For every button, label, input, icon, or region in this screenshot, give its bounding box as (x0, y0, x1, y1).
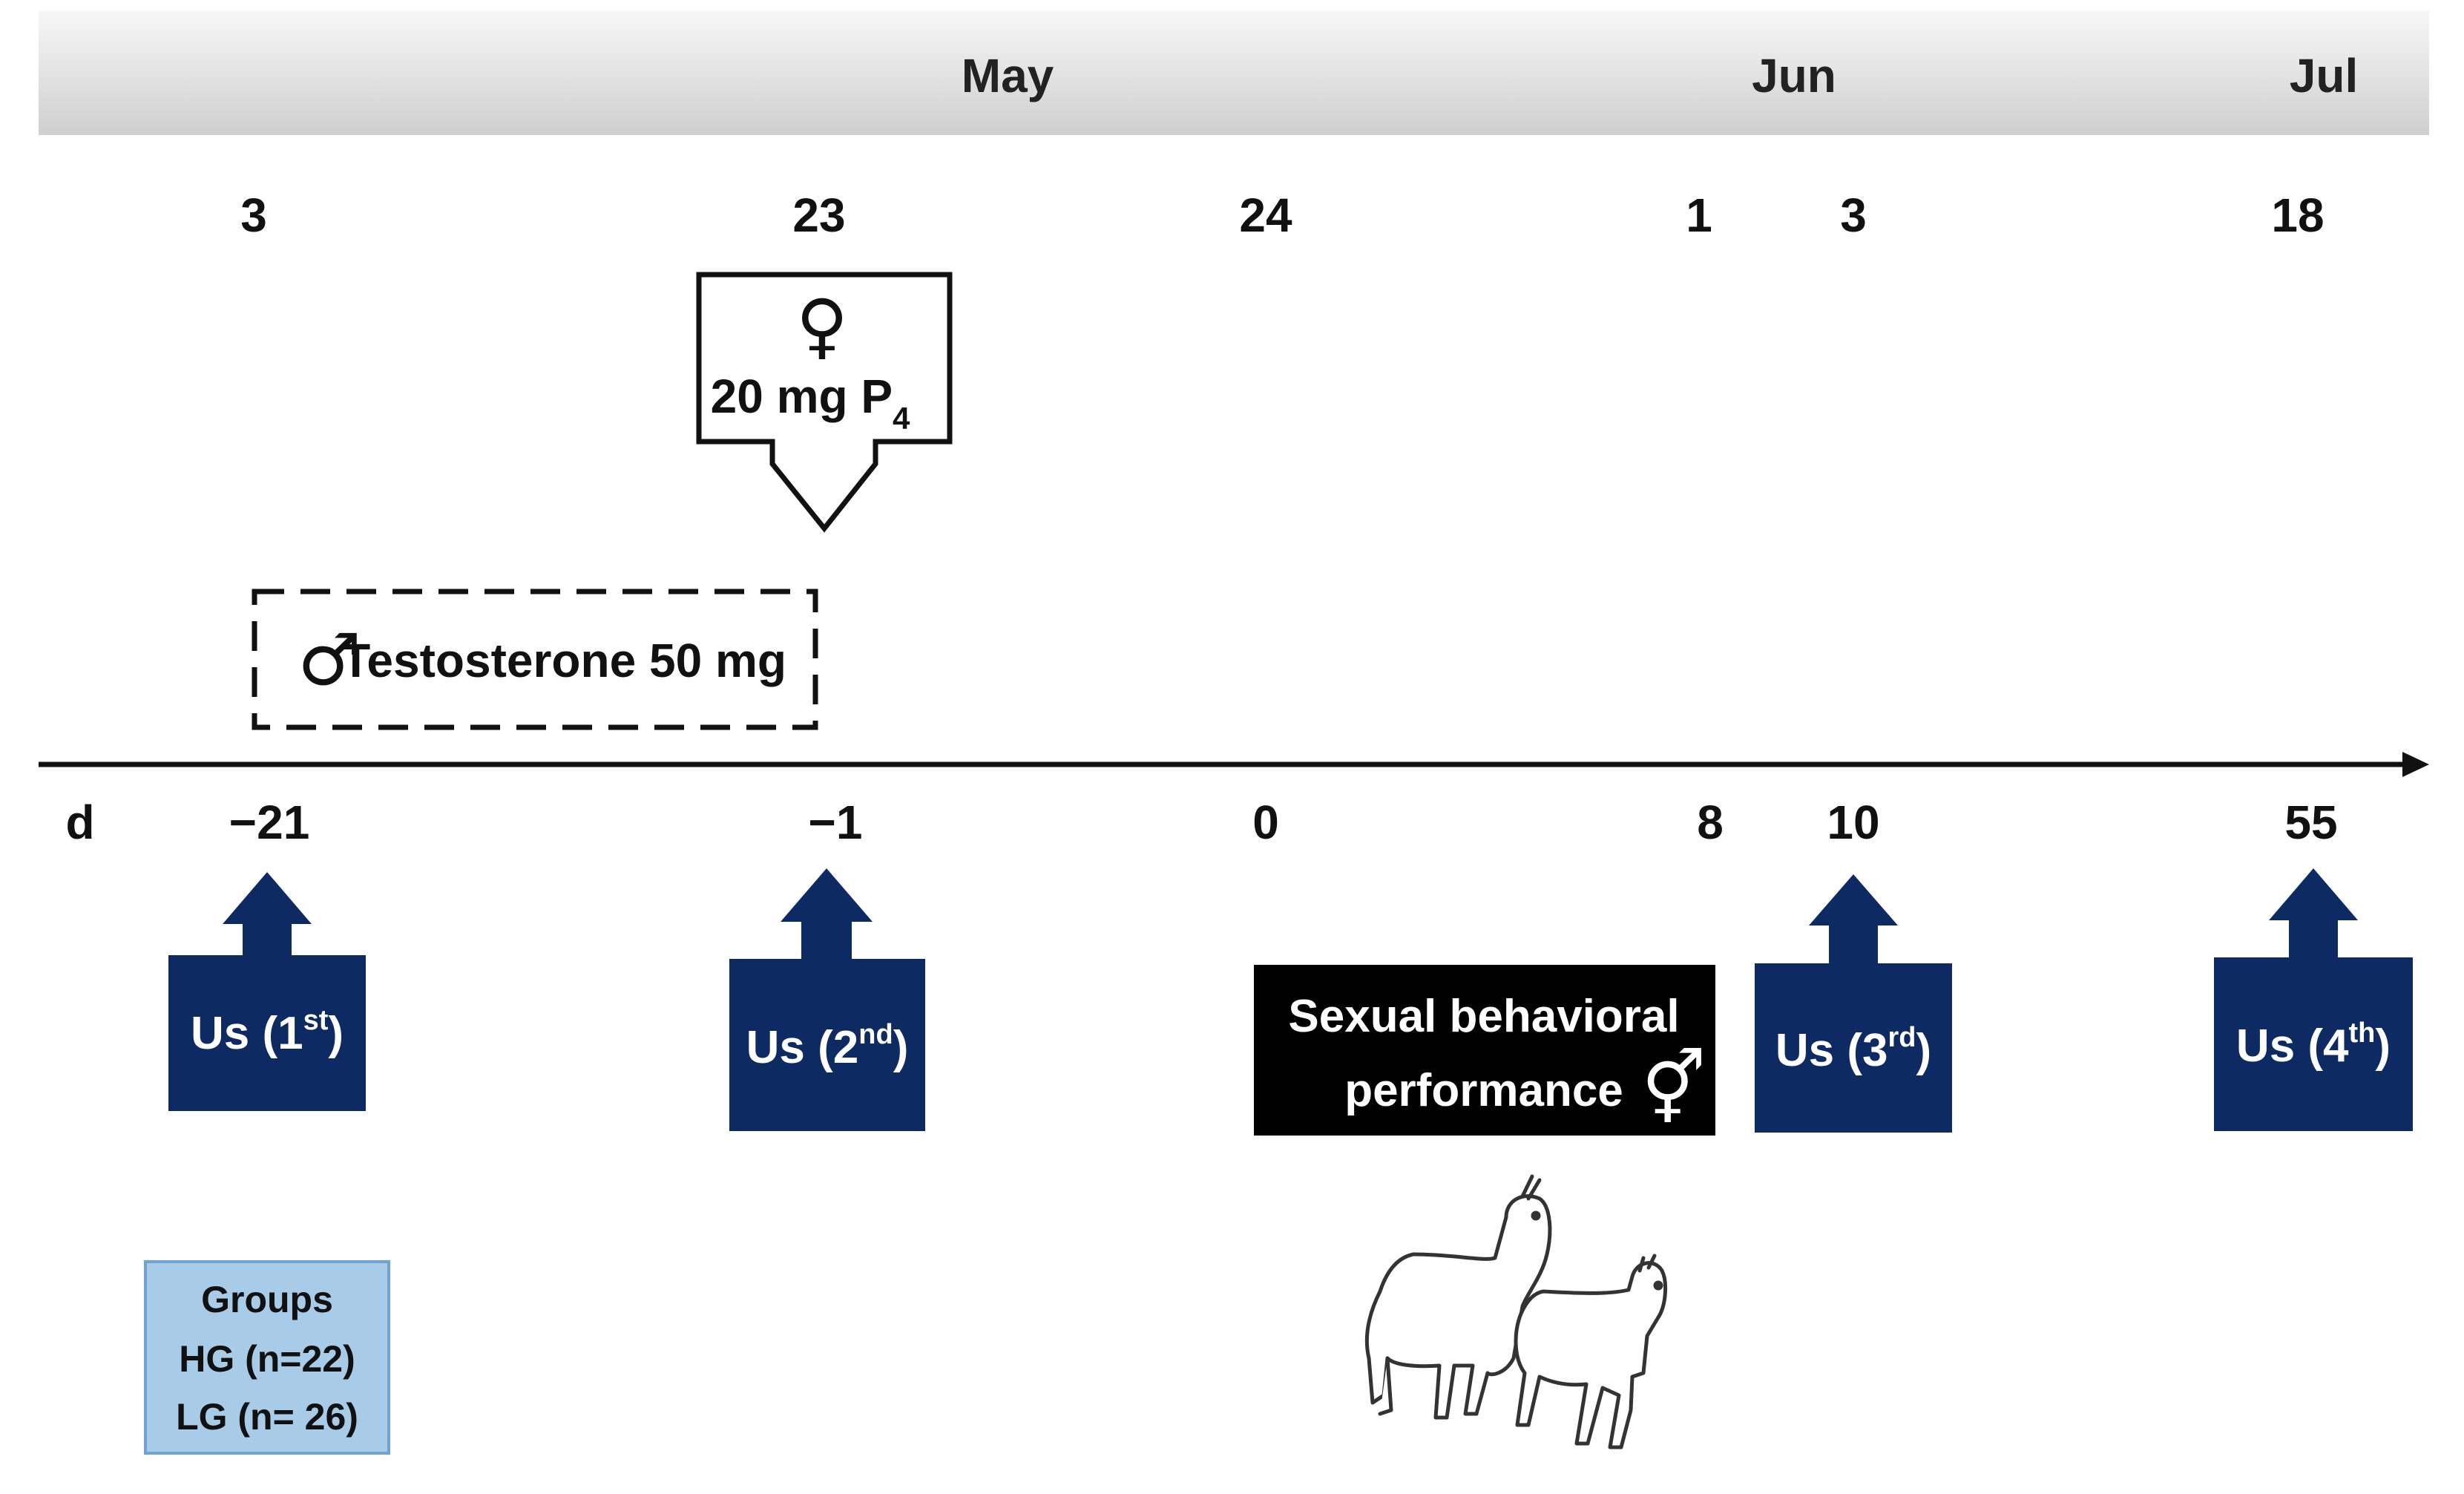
ultrasound-box (2214, 957, 2413, 1131)
ultrasound-box (729, 959, 925, 1131)
calendar-date: 18 (2271, 189, 2324, 242)
day-prefix-label: d (65, 796, 94, 849)
ultrasound-label: Us (3rd) (1775, 1022, 1931, 1076)
ultrasound-marker-3: Us (3rd) (1755, 874, 1952, 1133)
ultrasound-box (1755, 963, 1952, 1133)
day-label: 0 (1252, 796, 1279, 849)
groups-lg: LG (n= 26) (176, 1396, 358, 1438)
up-arrow-icon (2269, 868, 2358, 960)
up-arrow-icon (781, 868, 873, 961)
day-label: 8 (1697, 796, 1724, 849)
month-label-jul: Jul (2290, 49, 2358, 102)
ultrasound-label: Us (1st) (191, 1005, 344, 1059)
progesterone-label: 20 mg P4 (711, 370, 910, 436)
intersex-symbol-icon: ⚥ (1642, 1047, 1706, 1130)
timeline-arrowhead (2402, 752, 2429, 777)
day-label: 55 (2284, 796, 2337, 849)
month-header-bar (39, 10, 2429, 135)
small-goat-icon (1514, 1254, 1667, 1449)
testosterone-label: Testosterone 50 mg (341, 634, 786, 687)
female-symbol-icon: ♀ (796, 284, 848, 367)
calendar-date: 24 (1239, 189, 1292, 242)
sexual-behavior-box: Sexual behavioral performance ⚥ (1254, 965, 1715, 1136)
sexual-behavior-background (1254, 965, 1715, 1136)
calendar-date: 3 (240, 189, 267, 242)
month-label-may: May (962, 49, 1054, 102)
day-label: −1 (809, 796, 863, 849)
ultrasound-marker-2: Us (2nd) (729, 868, 925, 1131)
up-arrow-icon (223, 872, 312, 957)
ultrasound-marker-4: Us (4th) (2214, 868, 2413, 1131)
progesterone-callout-arrow (696, 272, 953, 533)
day-label: 10 (1827, 796, 1879, 849)
goats-illustration (1364, 1174, 1667, 1449)
ultrasound-marker-1: Us (1st) (168, 872, 366, 1111)
groups-hg: HG (n=22) (179, 1338, 355, 1380)
calendar-date: 23 (792, 189, 845, 242)
up-arrow-icon (1809, 874, 1898, 966)
day-label: −21 (229, 796, 310, 849)
male-symbol-icon: ♂ (298, 618, 361, 701)
groups-title: Groups (201, 1279, 333, 1320)
ultrasound-box (168, 955, 366, 1111)
sexual-behavior-line1: Sexual behavioral (1288, 991, 1679, 1042)
groups-background (144, 1260, 390, 1455)
calendar-date: 1 (1686, 189, 1712, 242)
month-label-jun: Jun (1752, 49, 1836, 102)
testosterone-box (252, 589, 818, 730)
sexual-behavior-line2: performance (1344, 1065, 1623, 1116)
large-goat-icon (1364, 1174, 1552, 1420)
ultrasound-label: Us (4th) (2236, 1018, 2391, 1072)
groups-box: Groups HG (n=22) LG (n= 26) (144, 1260, 390, 1455)
ultrasound-label: Us (2nd) (746, 1019, 909, 1073)
progesterone-subscript: 4 (893, 401, 910, 436)
calendar-date: 3 (1840, 189, 1867, 242)
